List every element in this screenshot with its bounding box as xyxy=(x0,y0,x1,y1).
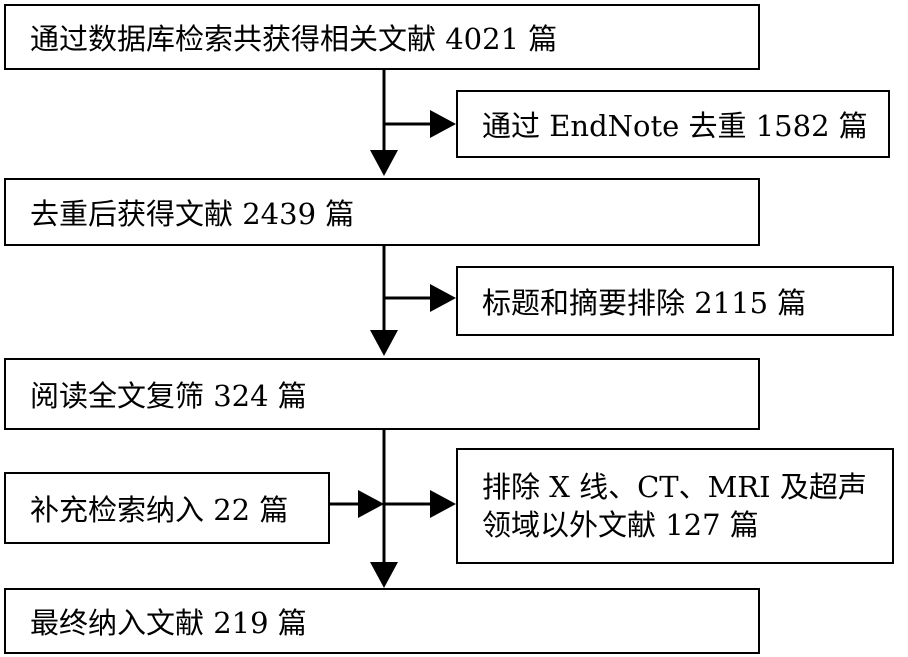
box-retrieved-text: 通过数据库检索共获得相关文献 4021 篇 xyxy=(30,22,558,56)
box-final-included: 最终纳入文献 219 篇 xyxy=(4,588,760,654)
arrowhead-to-fulltext xyxy=(370,330,398,356)
arrowhead-to-modality-excluded xyxy=(430,490,456,518)
arrowhead-to-title-abstract xyxy=(430,284,456,312)
box-supplement: 补充检索纳入 22 篇 xyxy=(4,472,330,544)
box-dedup-removed: 通过 EndNote 去重 1582 篇 xyxy=(456,90,890,158)
box-supplement-text: 补充检索纳入 22 篇 xyxy=(30,493,289,527)
box-dedup-removed-text: 通过 EndNote 去重 1582 篇 xyxy=(482,109,868,143)
box-final-included-text: 最终纳入文献 219 篇 xyxy=(30,606,307,640)
box-after-dedup: 去重后获得文献 2439 篇 xyxy=(4,178,760,246)
box-retrieved: 通过数据库检索共获得相关文献 4021 篇 xyxy=(4,4,760,70)
arrowhead-to-after-dedup xyxy=(370,150,398,176)
box-modality-excluded-text: 排除 X 线、CT、MRI 及超声领域以外文献 127 篇 xyxy=(482,470,867,542)
box-title-abstract-excluded-text: 标题和摘要排除 2115 篇 xyxy=(482,286,807,320)
arrowhead-to-dedup-removed xyxy=(430,110,456,138)
box-modality-excluded: 排除 X 线、CT、MRI 及超声领域以外文献 127 篇 xyxy=(456,448,894,564)
box-title-abstract-excluded: 标题和摘要排除 2115 篇 xyxy=(456,266,894,336)
arrowhead-supplement-in xyxy=(358,490,384,518)
box-fulltext-review-text: 阅读全文复筛 324 篇 xyxy=(30,379,307,413)
box-fulltext-review: 阅读全文复筛 324 篇 xyxy=(4,358,760,430)
box-after-dedup-text: 去重后获得文献 2439 篇 xyxy=(30,197,355,231)
arrowhead-to-final xyxy=(370,562,398,588)
